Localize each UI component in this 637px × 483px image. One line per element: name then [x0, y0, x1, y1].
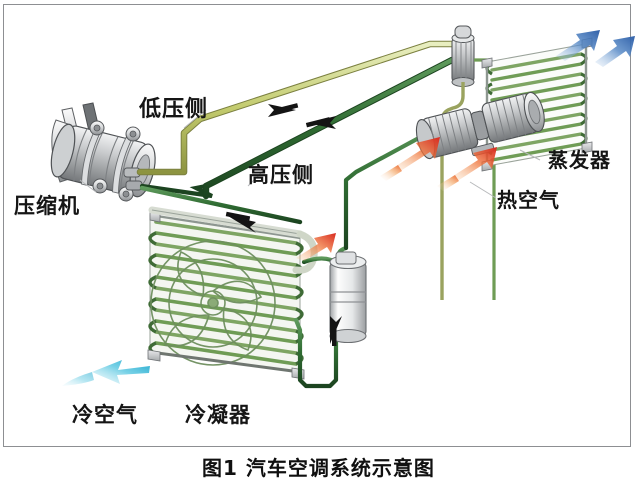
condenser-top-rail [149, 213, 301, 240]
label-hot-air: 热空气 [497, 188, 560, 212]
flow-arrow-receiver-outlet [330, 316, 342, 346]
condenser-bottom-return-pipe [293, 317, 339, 389]
hot-air-arrow-2 [437, 147, 497, 191]
diagram-canvas: 低压侧 压缩机 高压侧 蒸发器 热空气 冷空气 冷凝器 [14, 25, 635, 427]
figure-caption: 图1 汽车空调系统示意图 [202, 456, 435, 480]
compressor [50, 102, 156, 202]
receiver-drier-neck [335, 251, 357, 265]
receiver-drier [329, 251, 367, 344]
blower-cage-left-blades [428, 109, 473, 157]
compressor-bolt-top-right [129, 130, 137, 138]
label-cold-air: 冷空气 [72, 403, 138, 427]
cold-air-arrow [62, 360, 150, 386]
flow-arrow-low-pressure [268, 103, 299, 117]
condenser-fan-outline [150, 240, 276, 366]
evaporator-cool-air-arrow-1 [556, 30, 600, 61]
flow-arrow-condenser-inlet [225, 211, 256, 233]
low-pressure-pipe [137, 41, 455, 175]
label-leader-lines [79, 109, 541, 199]
evaporator-coil [490, 52, 583, 162]
condenser-coil-bends-left [148, 231, 157, 356]
compressor-bolt-top [93, 124, 101, 132]
condenser [147, 206, 318, 380]
condenser-hot-air-arrow [296, 233, 336, 261]
hot-air-arrow-1 [380, 137, 440, 181]
label-low-pressure-side: 低压侧 [139, 97, 209, 122]
condenser-mount-tab-bottom [147, 349, 161, 362]
evaporator-mount-tab-tl [481, 57, 493, 69]
blower-outlet [528, 99, 541, 125]
high-pressure-pipe-compressor-out [139, 185, 303, 225]
flow-arrow-high-pressure [305, 116, 336, 129]
evaporator-mount-tab-br [581, 141, 593, 154]
condenser-outlet-elbow [292, 230, 318, 274]
condenser-bottom-rail [149, 350, 301, 374]
condenser-inlet-header-line [151, 209, 301, 235]
drier-to-expansion-pipe [343, 117, 455, 251]
compressor-body [50, 123, 156, 198]
compressor-discharge-port [125, 180, 143, 191]
ac-system-schematic [50, 25, 635, 389]
blower [415, 91, 545, 160]
label-condenser: 冷凝器 [185, 403, 251, 427]
compressor-bolt-bottom [96, 182, 104, 190]
label-compressor: 压缩机 [14, 194, 80, 218]
label-evaporator: 蒸发器 [548, 148, 611, 172]
expansion-valve-cap [454, 25, 472, 39]
label-high-pressure-side: 高压侧 [248, 163, 314, 187]
high-pressure-pipe-main [203, 57, 455, 199]
expansion-valve-ribs [455, 42, 472, 78]
compressor-bolt-bottom-right [122, 190, 130, 198]
evaporator-cool-air-arrow-2 [595, 36, 635, 67]
